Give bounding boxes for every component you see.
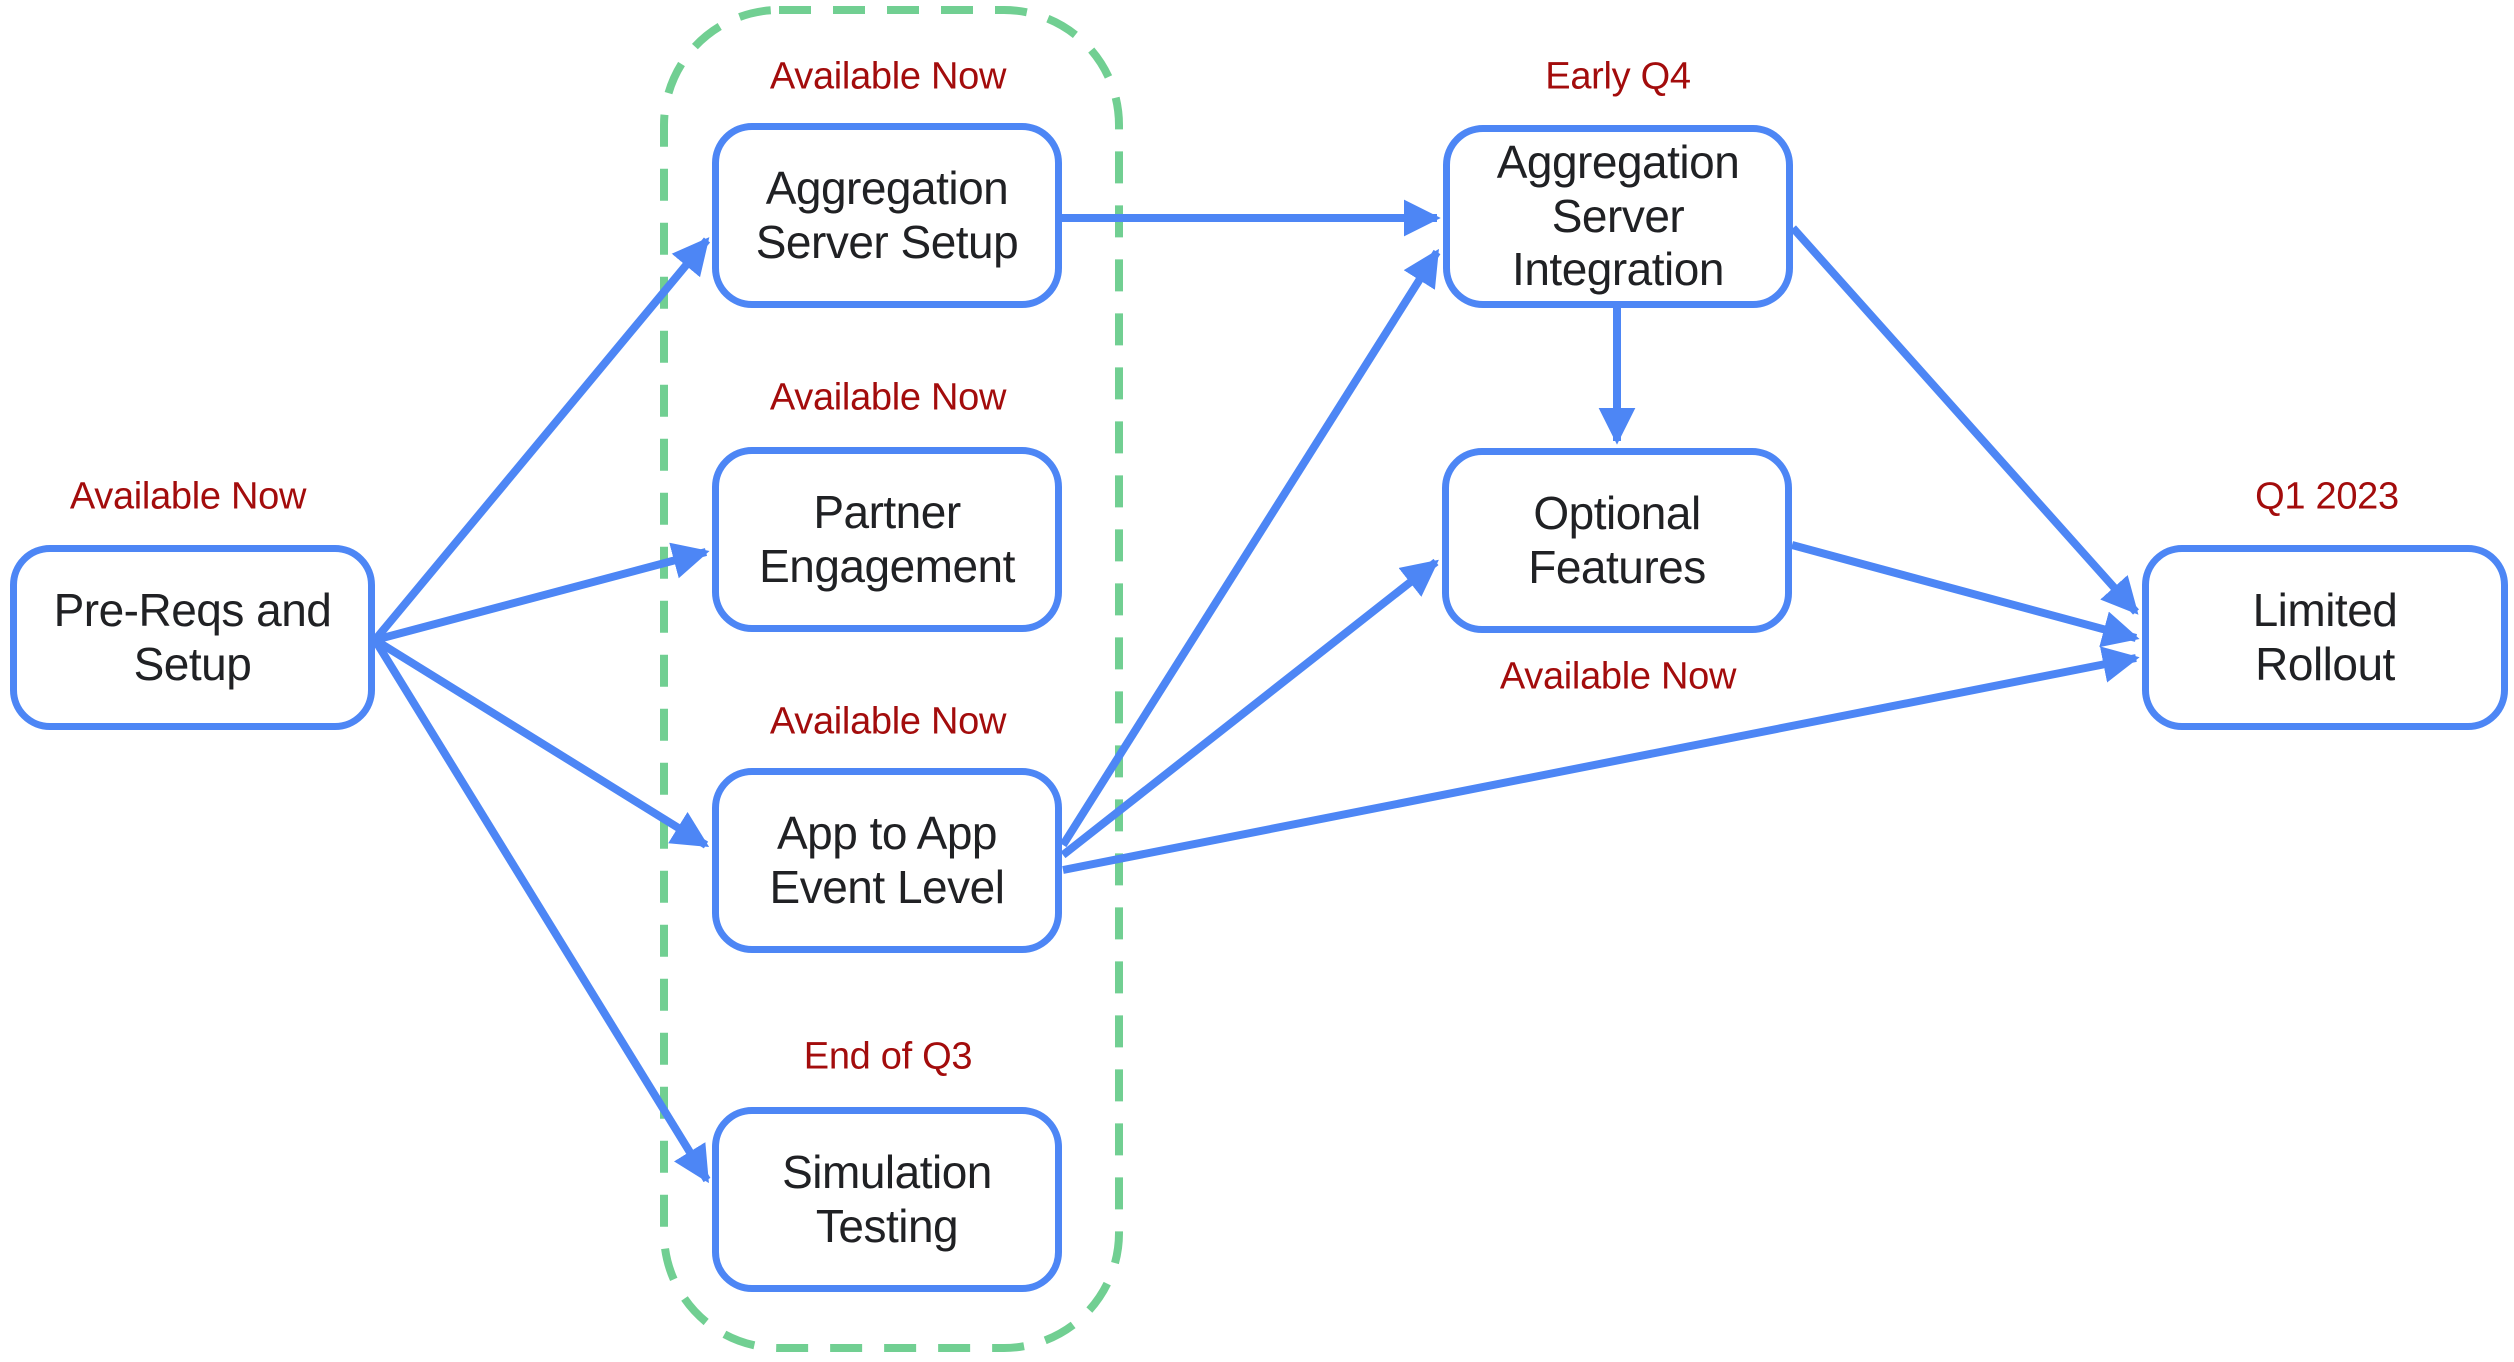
node-aggregation-server-integration: Aggregation Server Integration [1443, 125, 1793, 308]
node-label-aggregation-server-setup: Aggregation Server Setup [755, 161, 1019, 268]
edge-prereqs-to-app2app [372, 636, 710, 849]
node-limited-rollout: Limited Rollout [2142, 545, 2508, 730]
edge-prereqs-to-simtest [371, 637, 711, 1184]
status-partner-engagement: Available Now [769, 376, 1007, 419]
node-pre-reqs-and-setup: Pre-Reqs and Setup [10, 545, 375, 730]
status-simulation-testing: End of Q3 [803, 1035, 973, 1078]
edge-prereqs-to-partner [373, 542, 710, 644]
edge-app2app-to-rollout [1062, 646, 2140, 874]
status-aggregation-server-integration: Early Q4 [1545, 55, 1691, 98]
node-label-pre-reqs-and-setup: Pre-Reqs and Setup [53, 583, 332, 690]
node-label-app-to-app-event-level: App to App Event Level [769, 806, 1005, 913]
status-pre-reqs-and-setup: Available Now [69, 475, 307, 518]
edge-prereqs-to-agg-setup [371, 237, 711, 643]
node-label-partner-engagement: Partner Engagement [759, 485, 1015, 592]
status-optional-features: Available Now [1499, 655, 1737, 698]
status-app-to-app-event-level: Available Now [769, 700, 1007, 743]
node-simulation-testing: Simulation Testing [712, 1107, 1062, 1292]
edge-app2app-to-opt-feat [1060, 558, 1439, 859]
status-limited-rollout: Q1 2023 [2255, 475, 2399, 518]
edge-opt-feat-to-rollout [1790, 541, 2140, 648]
node-aggregation-server-setup: Aggregation Server Setup [712, 123, 1062, 308]
edge-agg-int-to-rollout [1790, 225, 2139, 615]
edge-app2app-to-agg-int [1059, 248, 1441, 848]
node-label-aggregation-server-integration: Aggregation Server Integration [1496, 135, 1740, 296]
available-now-group-outline [660, 6, 1123, 1352]
node-label-limited-rollout: Limited Rollout [2252, 583, 2398, 690]
node-optional-features: Optional Features [1442, 448, 1792, 633]
node-label-simulation-testing: Simulation Testing [782, 1145, 992, 1252]
status-aggregation-server-setup: Available Now [769, 55, 1007, 98]
node-partner-engagement: Partner Engagement [712, 447, 1062, 632]
node-label-optional-features: Optional Features [1528, 486, 1706, 593]
node-app-to-app-event-level: App to App Event Level [712, 768, 1062, 953]
